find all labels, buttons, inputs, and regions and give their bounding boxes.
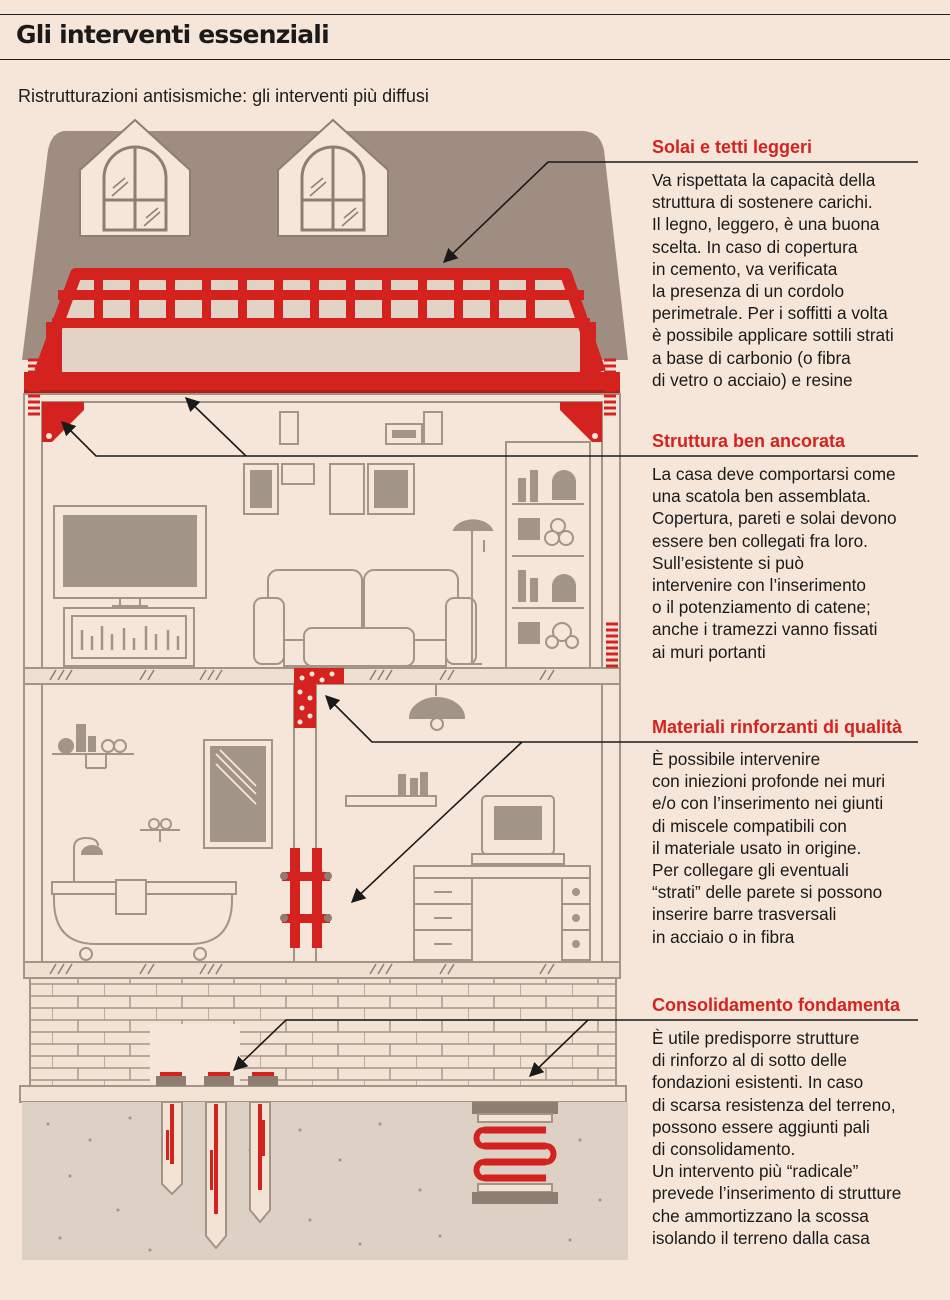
text-line: una scatola ben assemblata. (652, 486, 871, 507)
text-line: È possibile intervenire (652, 749, 821, 769)
text-line: possono essere aggiunti pali (652, 1116, 870, 1137)
section-heading-anchoring: Struttura ben ancorata (652, 431, 846, 451)
text-line: che ammortizzano la scossa (652, 1205, 869, 1226)
text-line: inserire barre trasversali (652, 904, 837, 925)
bathroom (51, 724, 273, 961)
text-line: in cemento, va verificata (652, 258, 838, 279)
text-line: con iniezioni profonde nei muri (652, 771, 886, 792)
living-room (53, 411, 591, 669)
text-line: in acciaio o in fibra (652, 926, 795, 947)
text-line: È utile predisporre strutture (652, 1028, 860, 1048)
text-line: essere ben collegati fra loro. (652, 530, 868, 551)
section-heading-foundations: Consolidamento fondamenta (652, 995, 901, 1015)
text-line: Va rispettata la capacità della (652, 170, 876, 190)
text-line: di consolidamento. (652, 1139, 796, 1160)
text-line: Il legno, leggero, è una buona (652, 214, 880, 235)
page-subtitle: Ristrutturazioni antisismiche: gli inter… (18, 86, 429, 106)
section-heading-roofs: Solai e tetti leggeri (652, 137, 813, 157)
text-line: di scarsa resistenza del terreno, (652, 1094, 896, 1115)
top-rule (0, 14, 950, 15)
text-line: La casa deve comportarsi come (652, 464, 896, 484)
seismic-isolator (472, 1102, 558, 1204)
text-line: Per collegare gli eventuali (652, 860, 849, 881)
text-line: o il potenziamento di catene; (652, 597, 871, 618)
text-line: Sull’esistente si può (652, 552, 804, 573)
leader-lines (60, 161, 918, 1078)
title-rule (0, 59, 950, 60)
text-line: di vetro o acciaio) e resine (652, 369, 853, 390)
text-line: e/o con l’inserimento nei giunti (652, 793, 884, 814)
dormer-window-left (79, 118, 191, 237)
page-title: Gli interventi essenziali (16, 20, 330, 49)
text-line: anche i tramezzi vanno fissati (652, 619, 878, 640)
text-line: prevede l’inserimento di strutture (652, 1183, 902, 1204)
text-line: di rinforzo al di sotto delle (652, 1050, 847, 1071)
text-line: la presenza di un cordolo (652, 281, 845, 302)
text-line: intervenire con l’inserimento (652, 575, 866, 596)
study (345, 684, 591, 961)
section-body-anchoring: La casa deve comportarsi come una scatol… (652, 463, 942, 663)
text-line: scelta. In caso di copertura (652, 236, 858, 257)
text-line: fondazioni esistenti. In caso (652, 1072, 864, 1093)
foundation-wall (19, 977, 627, 1103)
wall-reinforcement (280, 668, 344, 948)
dormer-window-right (277, 118, 389, 237)
text-line: “strati” delle parete si possono (652, 882, 883, 903)
tie-rod-springs (28, 358, 618, 668)
text-line: ai muri portanti (652, 641, 766, 662)
text-line: Un intervento più “radicale” (652, 1161, 859, 1182)
text-line: isolando il terreno dalla casa (652, 1227, 870, 1248)
text-line: a base di carbonio (o fibra (652, 347, 851, 368)
roof-truss-reinforcement (24, 268, 620, 394)
section-body-foundations: È utile predisporre strutture di rinforz… (652, 1027, 942, 1249)
section-body-roofs: Va rispettata la capacità della struttur… (652, 169, 942, 391)
text-line: Copertura, pareti e solai devono (652, 508, 897, 529)
text-line: il materiale usato in origine. (652, 837, 862, 858)
text-line: struttura di sostenere carichi. (652, 192, 873, 213)
section-body-materials: È possibile intervenire con iniezioni pr… (652, 748, 942, 948)
text-line: di miscele compatibili con (652, 815, 847, 836)
section-heading-materials: Materiali rinforzanti di qualità (652, 717, 903, 737)
text-line: è possibile applicare sottili strati (652, 325, 894, 346)
text-line: perimetrale. Per i soffitti a volta (652, 303, 888, 324)
foundation-piles (156, 1072, 278, 1250)
